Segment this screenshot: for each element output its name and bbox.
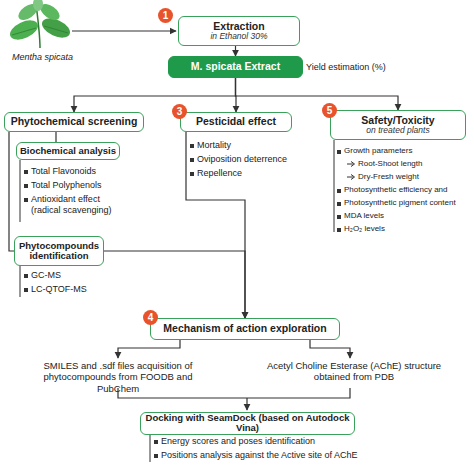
label-holder: Yield estimation (%) [306, 62, 386, 73]
mint-illustration [7, 0, 73, 48]
label-holder: SMILES and .sdf files acquisition of phy… [22, 360, 214, 394]
bullet-square [190, 158, 194, 162]
list-text: Mortality [190, 140, 307, 151]
bullet-square [154, 440, 158, 444]
step-text: SMILES and .sdf files acquisition of phy… [22, 360, 214, 394]
node-heading: Phytochemical screening [11, 116, 138, 128]
list-text: MDA levels [337, 211, 384, 221]
flow-connector [9, 132, 14, 251]
callout-marker: 4 [143, 310, 158, 325]
sub-box: Phytocompounds identification [14, 236, 104, 266]
bullet-square [24, 184, 28, 188]
node-heading: M. spicata Extract [191, 61, 280, 73]
list-text: Root-Shoot length [347, 159, 423, 169]
callout-marker: 1 [158, 8, 173, 23]
list-item: Positions analysis against the Active si… [154, 450, 461, 461]
bullet-square [337, 150, 341, 154]
list-item: Oviposition deterrence [190, 154, 307, 165]
process-box: Docking with SeamDock (based on Autodock… [140, 412, 355, 435]
flow-connector [55, 132, 56, 142]
list-item: GC-MS [24, 270, 121, 281]
list-item: Photosynthetic pigment content [337, 198, 456, 208]
list-item: Mortality [190, 140, 307, 151]
node-subtext: in Ethanol 30% [210, 32, 267, 41]
list-item: MDA levels [337, 211, 384, 221]
list-item: Antioxidant effect (radical scavenging) [24, 194, 131, 216]
list-text: Photosynthetic pigment content [337, 198, 456, 208]
flow-connector [104, 251, 245, 318]
callout-number: 3 [172, 104, 187, 119]
list-text: Photosynthetic efficiency and [337, 185, 447, 195]
sub-arrow [347, 173, 356, 181]
callout-number: 1 [158, 8, 173, 23]
list-item: Total Polyphenols [24, 180, 131, 191]
bullet-square [24, 274, 28, 278]
list-text: LC-QTOF-MS [24, 284, 121, 295]
step-text: Acetyl Choline Esterase (AChE) structure… [256, 360, 452, 383]
bullet-square [24, 170, 28, 174]
bullet-square [337, 189, 341, 193]
callout-number: 4 [143, 310, 158, 325]
list-item: LC-QTOF-MS [24, 284, 121, 295]
bullet-square [24, 198, 28, 202]
flow-connector [235, 46, 236, 56]
list-item: Energy scores and poses identification [154, 436, 461, 447]
bullet-square [337, 228, 341, 232]
branch-box: Safety/Toxicityon treated plants [330, 110, 466, 140]
list-item: H₂O₂ levels [337, 224, 385, 234]
node-heading: Pesticidal effect [196, 116, 276, 128]
node-heading: Biochemical analysis [20, 146, 116, 156]
flow-connector [74, 78, 236, 112]
list-text: Antioxidant effect (radical scavenging) [24, 194, 131, 216]
list-text: Total Flavonoids [24, 166, 131, 177]
callout-marker: 5 [322, 103, 337, 118]
list-text: H₂O₂ levels [337, 224, 385, 234]
flow-connector [236, 78, 399, 110]
list-text: Oviposition deterrence [190, 154, 307, 165]
label-holder: Mentha spicata [12, 52, 73, 63]
note-text: Yield estimation (%) [306, 62, 386, 73]
node-heading: Extraction [213, 21, 264, 33]
extract-box: M. spicata Extract [168, 56, 303, 78]
process-box: Extractionin Ethanol 30% [178, 16, 300, 46]
list-text: Growth parameters [337, 146, 412, 156]
process-box: Mechanism of action exploration [150, 318, 340, 340]
bullet-square [190, 144, 194, 148]
node-heading: Mechanism of action exploration [163, 323, 326, 335]
node-subtext: on treated plants [366, 126, 429, 135]
list-text: Dry-Fresh weight [347, 172, 419, 182]
list-item: Root-Shoot length [347, 159, 423, 169]
node-heading: Docking with SeamDock (based on Autodock… [141, 413, 354, 434]
sub-arrow [347, 160, 356, 168]
branch-box: Phytochemical screening [4, 112, 144, 132]
list-item: Dry-Fresh weight [347, 172, 419, 182]
species-name: Mentha spicata [12, 52, 73, 63]
layout-arrows [72, 31, 350, 410]
list-text: Positions analysis against the Active si… [154, 450, 461, 461]
branch-box: Pesticidal effect [180, 112, 292, 132]
sub-box: Biochemical analysis [16, 142, 120, 160]
list-text: Repellence [190, 168, 307, 179]
label-holder: Acetyl Choline Esterase (AChE) structure… [256, 360, 452, 383]
bullet-square [337, 202, 341, 206]
node-heading: Phytocompounds identification [15, 241, 103, 262]
list-text: Energy scores and poses identification [154, 436, 461, 447]
list-item: Photosynthetic efficiency and [337, 185, 447, 195]
list-item: Repellence [190, 168, 307, 179]
list-text: GC-MS [24, 270, 121, 281]
callout-marker: 3 [172, 104, 187, 119]
bullet-square [24, 288, 28, 292]
list-text: Total Polyphenols [24, 180, 131, 191]
node-heading: Safety/Toxicity [361, 115, 434, 127]
list-item: Total Flavonoids [24, 166, 131, 177]
bullet-square [190, 172, 194, 176]
list-item: Growth parameters [337, 146, 412, 156]
callout-number: 5 [322, 103, 337, 118]
bullet-square [154, 454, 158, 458]
bullet-square [337, 215, 341, 219]
